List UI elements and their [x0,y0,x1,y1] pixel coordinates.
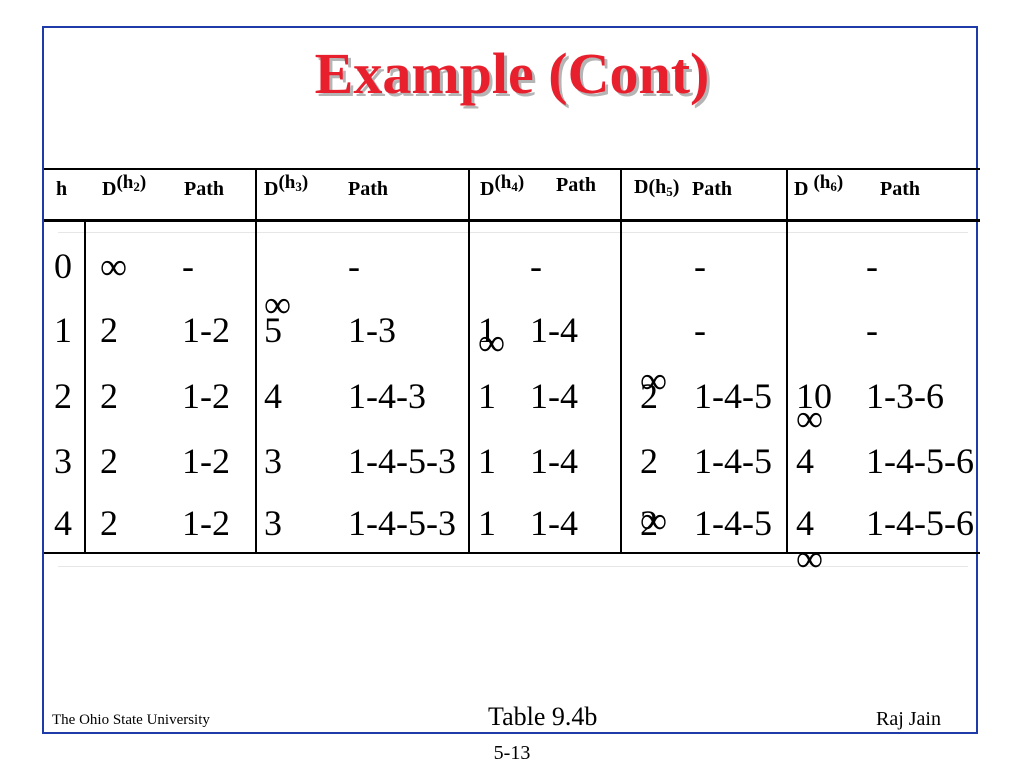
header-d-h4: D(h4) [480,172,525,200]
cell-d4-row-1: 1 [478,310,496,350]
cell-p6-row-3: 1-4-5-6 [866,441,974,481]
cell-d4-row-2: 1 [478,376,496,416]
cell-h-row-4: 4 [54,503,72,543]
slide-frame [42,26,978,734]
footer-institution: The Ohio State University [52,712,210,728]
cell-p2-row-2: 1-2 [182,376,230,416]
cell-p6-row-1: - [866,310,878,350]
table-header-rule [44,219,980,222]
cell-d2-row-0: ∞ [100,246,128,288]
cell-p6-row-4: 1-4-5-6 [866,503,974,543]
column-divider [786,168,788,552]
cell-p6-row-0: - [866,246,878,286]
column-divider [84,222,86,552]
cell-p5-row-2: 1-4-5 [694,376,772,416]
slide-title: Example (Cont) [314,41,710,106]
cell-d2-row-3: 2 [100,441,118,481]
header-d-h3: D(h3) [264,172,309,200]
cell-d3-row-4: 3 [264,503,282,543]
cell-p4-row-0: - [530,246,542,286]
cell-p3-row-1: 1-3 [348,310,396,350]
cell-p5-row-3: 1-4-5 [694,441,772,481]
cell-d3-row-2: 4 [264,376,282,416]
cell-d5-row-2: 2 [640,376,658,416]
cell-d5-row-0: ∞ [640,360,668,402]
header-path-4: Path [556,174,596,196]
cell-p3-row-3: 1-4-5-3 [348,441,456,481]
header-d-h5: D(h5) [634,176,680,199]
cell-d4-row-4: 1 [478,503,496,543]
page-number: 5-13 [493,742,531,764]
cell-h-row-3: 3 [54,441,72,481]
table-caption: Table 9.4b [488,702,598,731]
cell-p5-row-4: 1-4-5 [694,503,772,543]
header-path-6: Path [880,178,920,200]
cell-d5-row-1: ∞ [640,500,668,542]
cell-d2-row-1: 2 [100,310,118,350]
footer-author: Raj Jain [876,708,941,730]
header-d-h2: D(h2) [102,172,147,200]
cell-h-row-1: 1 [54,310,72,350]
column-divider [468,168,470,552]
cell-d2-row-4: 2 [100,503,118,543]
cell-p5-row-1: - [694,310,706,350]
cell-p4-row-1: 1-4 [530,310,578,350]
cell-p2-row-0: - [182,246,194,286]
cell-d6-row-3: 4 [796,441,814,481]
header-path-3: Path [348,178,388,200]
header-path-2: Path [184,178,224,200]
cell-d6-row-2: 10 [796,376,832,416]
cell-p3-row-2: 1-4-3 [348,376,426,416]
cell-p4-row-3: 1-4 [530,441,578,481]
cell-p3-row-0: - [348,246,360,286]
cell-d6-row-1: ∞ [796,538,824,580]
header-h: h [56,178,68,200]
faint-gridline [58,232,968,233]
cell-d2-row-2: 2 [100,376,118,416]
cell-d6-row-0: ∞ [796,398,824,440]
faint-gridline [58,566,968,567]
cell-p2-row-4: 1-2 [182,503,230,543]
cell-d4-row-0: ∞ [478,322,506,364]
cell-p2-row-1: 1-2 [182,310,230,350]
cell-p3-row-4: 1-4-5-3 [348,503,456,543]
cell-d5-row-4: 2 [640,503,658,543]
cell-h-row-0: 0 [54,246,72,286]
column-divider [255,168,257,552]
cell-d3-row-0: ∞ [264,284,292,326]
cell-h-row-2: 2 [54,376,72,416]
cell-p4-row-2: 1-4 [530,376,578,416]
cell-p4-row-4: 1-4 [530,503,578,543]
cell-p5-row-0: - [694,246,706,286]
cell-d5-row-3: 2 [640,441,658,481]
cell-d3-row-3: 3 [264,441,282,481]
column-divider [620,168,622,552]
cell-p2-row-3: 1-2 [182,441,230,481]
cell-d3-row-1: 5 [264,310,282,350]
header-d-h6: D (h6) [794,172,844,200]
table-bottom-rule [44,552,980,554]
table-top-rule [44,168,980,170]
cell-p6-row-2: 1-3-6 [866,376,944,416]
cell-d4-row-3: 1 [478,441,496,481]
header-path-5: Path [692,178,732,200]
cell-d6-row-4: 4 [796,503,814,543]
